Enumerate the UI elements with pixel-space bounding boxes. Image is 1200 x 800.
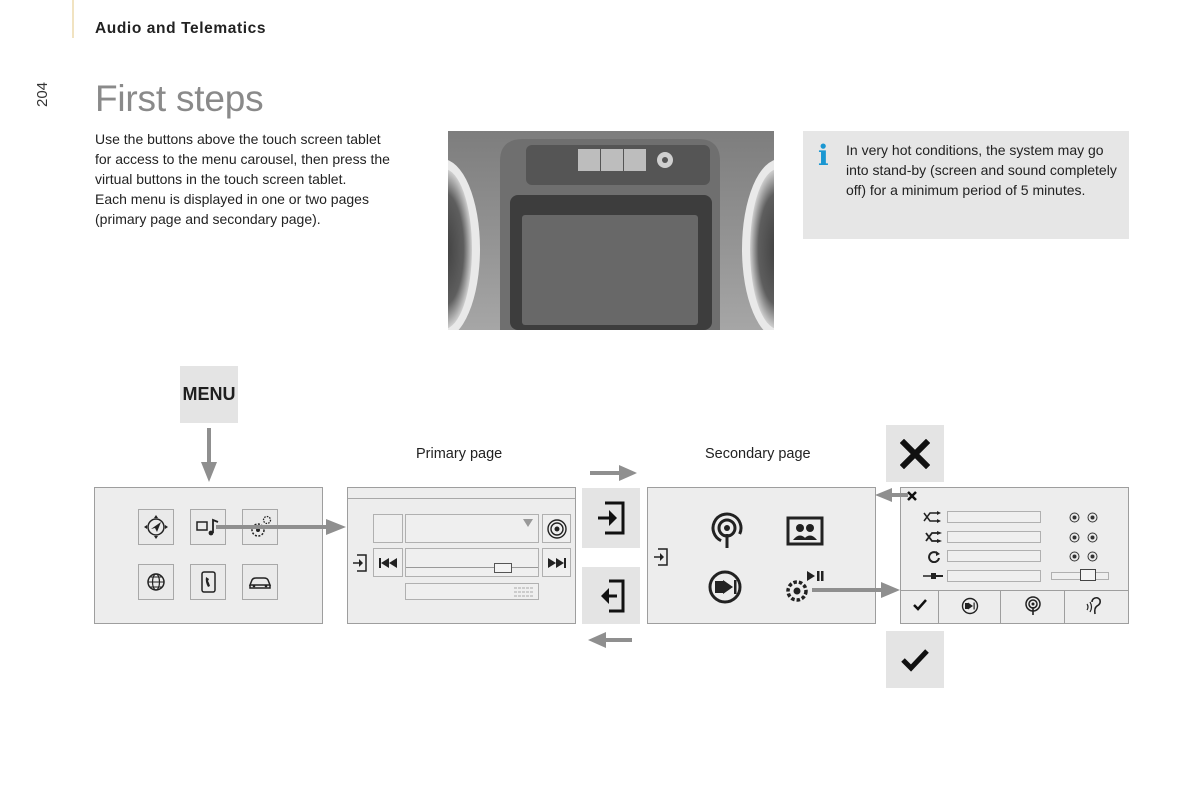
media-button[interactable] (190, 509, 226, 545)
navigation-icon (144, 515, 168, 539)
header-rule (72, 0, 74, 38)
arrow-head (588, 632, 606, 648)
setting-field[interactable] (947, 570, 1041, 582)
enter-page-icon (654, 548, 668, 566)
intro-line: Each menu is displayed in one or two pag… (95, 191, 369, 207)
random-icon (925, 531, 942, 543)
intro-text: Use the buttons above the touch screen t… (95, 129, 435, 229)
vehicle-button[interactable] (242, 564, 278, 600)
navigation-button[interactable] (138, 509, 174, 545)
menu-button[interactable]: MENU (180, 366, 238, 423)
tab-divider (901, 590, 1128, 591)
tab-divider (1064, 590, 1065, 623)
next-icon (547, 557, 566, 568)
audio-settings-icon[interactable] (782, 568, 824, 608)
divider (348, 498, 575, 499)
tab-divider (938, 590, 939, 623)
dashboard-illustration (448, 131, 774, 330)
settings-screen (900, 487, 1129, 624)
intro-line: for access to the menu carousel, then pr… (95, 151, 390, 167)
previous-icon (379, 557, 397, 568)
section-title: Audio and Telematics (95, 20, 267, 37)
radio-icon[interactable] (708, 512, 746, 550)
close-button[interactable] (886, 425, 944, 482)
option-radio-icon[interactable] (1069, 512, 1099, 523)
option-radio-icon[interactable] (1069, 532, 1099, 543)
check-icon (901, 648, 929, 672)
intro-line: virtual buttons in the touch screen tabl… (95, 171, 347, 187)
option-radio-icon[interactable] (1069, 551, 1099, 562)
secondary-page-label: Secondary page (705, 446, 811, 462)
source-select[interactable] (405, 514, 539, 543)
radio-tab-icon[interactable] (1024, 596, 1042, 616)
primary-page-screen (347, 487, 576, 624)
close-icon[interactable] (906, 490, 918, 502)
info-text: In very hot conditions, the system may g… (846, 142, 1117, 198)
photo-icon[interactable] (786, 515, 824, 547)
arrow-head (875, 488, 892, 502)
menu-screen (94, 487, 323, 624)
back-page-icon (601, 579, 625, 612)
page-number: 204 (34, 81, 51, 107)
settings-icon (251, 515, 272, 537)
page-title: First steps (95, 78, 264, 119)
volume-slider-thumb[interactable] (1080, 569, 1096, 581)
info-icon: i (818, 139, 829, 172)
voice-tab-icon[interactable] (1085, 596, 1107, 616)
setting-field[interactable] (947, 531, 1041, 543)
enter-secondary-button[interactable] (582, 488, 640, 548)
auxiliary-icon (923, 573, 943, 579)
previous-track-button[interactable] (373, 548, 403, 577)
radio-button[interactable] (542, 514, 571, 543)
close-icon (900, 438, 930, 469)
list-field[interactable] (405, 583, 539, 600)
progress-thumb[interactable] (494, 563, 512, 573)
arrow-head (881, 582, 900, 598)
info-box (803, 131, 1129, 239)
media-tab-icon[interactable] (960, 597, 980, 615)
confirm-button[interactable] (886, 631, 944, 688)
setting-field[interactable] (947, 511, 1041, 523)
repeat-icon (928, 551, 940, 563)
setting-field[interactable] (947, 550, 1041, 562)
secondary-page-screen (647, 487, 876, 624)
settings-button[interactable] (242, 509, 278, 545)
connected-services-icon (147, 573, 165, 591)
arrow-head (201, 462, 217, 482)
chevron-down-icon (523, 519, 533, 527)
check-icon[interactable] (913, 599, 927, 611)
vehicle-icon (248, 577, 272, 589)
intro-line: Use the buttons above the touch screen t… (95, 131, 381, 147)
enter-page-icon (353, 554, 367, 572)
track-info-field (405, 548, 539, 577)
shuffle-icon (923, 511, 941, 523)
telephone-button[interactable] (190, 564, 226, 600)
progress-track (406, 567, 538, 568)
radio-icon (546, 518, 567, 539)
return-primary-button[interactable] (582, 567, 640, 624)
next-track-button[interactable] (542, 548, 571, 577)
connected-services-button[interactable] (138, 564, 174, 600)
telephone-icon (201, 571, 216, 593)
tab-divider (1000, 590, 1001, 623)
arrow-head (619, 465, 637, 481)
preset-field[interactable] (373, 514, 403, 543)
primary-page-label: Primary page (416, 446, 503, 462)
enter-page-icon (598, 501, 625, 535)
arrow-head (326, 519, 346, 535)
media-icon (196, 518, 219, 536)
list-icon (514, 587, 534, 597)
intro-line: (primary page and secondary page). (95, 211, 321, 227)
media-player-icon[interactable] (705, 568, 745, 606)
